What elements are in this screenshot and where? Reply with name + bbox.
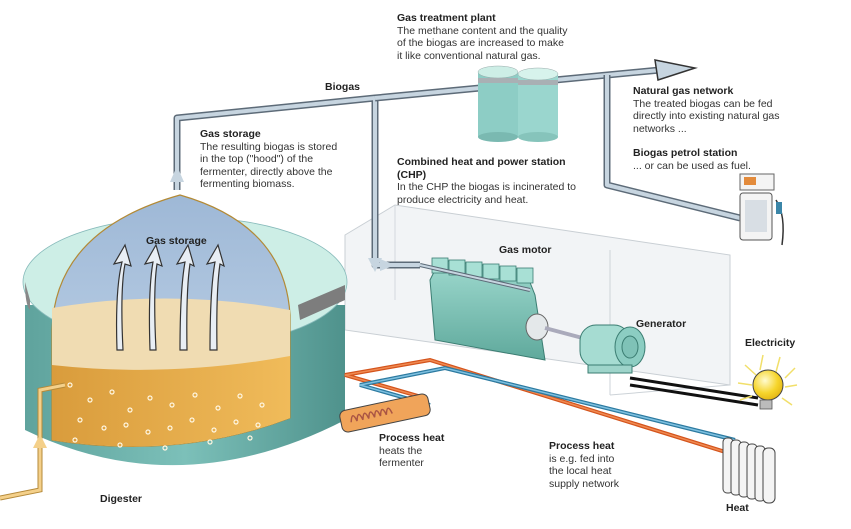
- gas-rising-arrows: [112, 243, 225, 351]
- generator-label: Generator: [636, 318, 687, 330]
- process-heat-network-label: Process heat is e.g. fed into the local …: [549, 440, 619, 490]
- light-bulb-icon: [737, 354, 798, 410]
- heat-label: Heat: [726, 502, 749, 514]
- arrow-right-icon: [380, 259, 395, 271]
- chp-title: Combined heat and power station: [397, 156, 566, 168]
- biogas-petrol-station-line: ... or can be used as fuel.: [633, 159, 751, 172]
- natural-gas-network-label: Natural gas network The treated biogas c…: [633, 85, 780, 135]
- radiator-icon: [722, 437, 776, 504]
- input-arrow-icon: [33, 434, 47, 448]
- arrow-down-icon: [368, 258, 382, 272]
- petrol-pump-icon: [739, 173, 784, 246]
- gas-storage-inside-label: Gas storage: [146, 235, 207, 247]
- chp-label: Combined heat and power station (CHP) In…: [397, 156, 576, 206]
- gas-treatment-line: of the biogas are increased to make: [397, 37, 564, 49]
- natural-gas-network-title: Natural gas network: [633, 85, 734, 97]
- gas-treatment-tanks: [477, 65, 559, 142]
- arrow-up-icon: [170, 166, 184, 182]
- gas-storage-note-line: The resulting biogas is stored: [200, 140, 338, 153]
- biogas-petrol-station-title: Biogas petrol station: [633, 147, 738, 159]
- biogas-label: Biogas: [325, 81, 361, 93]
- digester-tank: [0, 194, 348, 501]
- process-heat-line: fermenter: [379, 457, 424, 469]
- gas-motor-label: Gas motor: [499, 244, 552, 256]
- process-heat-title: Process heat: [549, 440, 615, 452]
- process-heat-line: the local heat: [549, 465, 612, 477]
- natural-gas-network-line: The treated biogas can be fed: [633, 97, 773, 110]
- bubbles: [67, 382, 265, 451]
- heat-exchanger: [339, 393, 431, 433]
- natural-gas-network-line: networks ...: [633, 122, 687, 135]
- arrow-to-gas-network: [654, 59, 698, 81]
- gas-storage-note-line: fermenter, directly above the: [200, 165, 333, 178]
- natural-gas-network-line: directly into existing natural gas: [633, 110, 780, 122]
- chp-title: (CHP): [397, 168, 427, 181]
- gas-storage-note: Gas storage The resulting biogas is stor…: [200, 128, 337, 191]
- digester-label: Digester: [100, 493, 143, 505]
- process-heat-line: supply network: [549, 477, 620, 490]
- generator: [579, 324, 646, 374]
- gas-treatment-line: The methane content and the quality: [397, 24, 568, 37]
- heat-pipes: [344, 357, 736, 457]
- chp-line: In the CHP the biogas is incinerated to: [397, 181, 576, 193]
- gas-treatment-label: Gas treatment plant The methane content …: [397, 12, 567, 62]
- gas-storage-note-title: Gas storage: [200, 128, 261, 140]
- gas-storage-note-line: in the top ("hood") of the: [200, 153, 314, 165]
- process-heat-title: Process heat: [379, 432, 445, 444]
- gas-treatment-line: it like conventional natural gas.: [397, 49, 541, 62]
- electric-cable: [629, 376, 759, 407]
- gas-treatment-title: Gas treatment plant: [397, 12, 496, 24]
- biogas-petrol-station-label: Biogas petrol station ... or can be used…: [633, 147, 751, 172]
- process-heat-fermenter-label: Process heat heats the fermenter: [379, 432, 444, 470]
- chp-line: produce electricity and heat.: [397, 193, 529, 206]
- process-heat-line: is e.g. fed into: [549, 452, 615, 465]
- electricity-label: Electricity: [745, 337, 796, 349]
- gas-storage-note-line: fermenting biomass.: [200, 178, 295, 190]
- process-heat-line: heats the: [379, 444, 423, 457]
